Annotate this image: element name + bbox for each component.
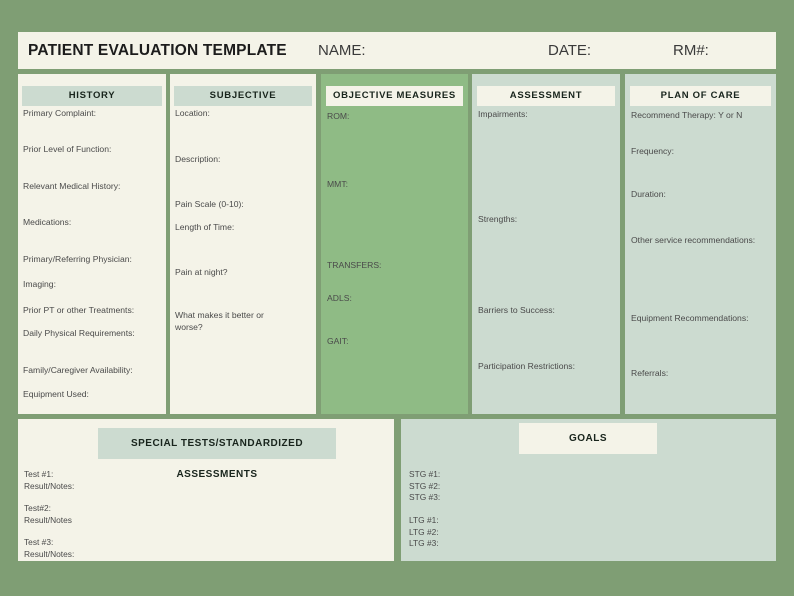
panel-header-goals: GOALS — [519, 423, 657, 454]
field-label[interactable]: Test #1: Result/Notes: — [24, 469, 75, 491]
field-label[interactable]: TRANSFERS: — [327, 260, 382, 270]
field-label[interactable]: Relevant Medical History: — [23, 181, 121, 191]
panel-header-special-tests: SPECIAL TESTS/STANDARDIZED ASSESSMENTS — [98, 428, 336, 480]
title-bar: PATIENT EVALUATION TEMPLATE NAME: DATE: … — [18, 32, 776, 69]
field-label[interactable]: Equipment Recommendations: — [631, 313, 749, 323]
field-label[interactable]: Referrals: — [631, 368, 669, 378]
panel-history: HISTORY Primary Complaint: Prior Level of… — [18, 74, 166, 414]
page-title: PATIENT EVALUATION TEMPLATE — [28, 41, 287, 59]
panel-header-plan-of-care: PLAN OF CARE — [630, 86, 771, 106]
field-label[interactable]: STG #1: STG #2: STG #3: — [409, 469, 441, 502]
date-field-label[interactable]: DATE: — [548, 42, 592, 59]
field-label[interactable]: Pain at night? — [175, 267, 228, 277]
field-label[interactable]: Impairments: — [478, 109, 528, 119]
panel-header-objective-measures: OBJECTIVE MEASURES — [326, 86, 463, 106]
field-label[interactable]: ROM: — [327, 111, 350, 121]
field-label[interactable]: Imaging: — [23, 279, 56, 289]
field-label[interactable]: Test #3: Result/Notes: — [24, 537, 75, 559]
field-label[interactable]: Medications: — [23, 217, 72, 227]
field-label[interactable]: Test#2: Result/Notes — [24, 503, 72, 525]
panel-special-tests: SPECIAL TESTS/STANDARDIZED ASSESSMENTS T… — [18, 419, 394, 561]
panel-header-assessment: ASSESSMENT — [477, 86, 615, 106]
panel-subjective: SUBJECTIVE Location: Description: Pain Sca… — [170, 74, 316, 414]
field-label[interactable]: Primary Complaint: — [23, 108, 97, 118]
field-label[interactable]: Primary/Referring Physician: — [23, 254, 132, 264]
field-label[interactable]: GAIT: — [327, 336, 349, 346]
field-label[interactable]: LTG #1: LTG #2: LTG #3: — [409, 515, 439, 548]
panel-header-history: HISTORY — [22, 86, 162, 106]
field-label[interactable]: Description: — [175, 154, 221, 164]
panel-header-subjective: SUBJECTIVE — [174, 86, 312, 106]
field-label[interactable]: What makes it better or worse? — [175, 310, 264, 332]
field-label[interactable]: ADLS: — [327, 293, 352, 303]
name-field-label[interactable]: NAME: — [318, 42, 366, 59]
panel-assessment: ASSESSMENT Impairments: Strengths: Barrier… — [472, 74, 620, 414]
field-label[interactable]: Family/Caregiver Availability: — [23, 365, 133, 375]
field-label[interactable]: MMT: — [327, 179, 349, 189]
field-label[interactable]: Equipment Used: — [23, 389, 89, 399]
field-label[interactable]: Pain Scale (0-10): — [175, 199, 244, 209]
field-label[interactable]: Other service recommendations: — [631, 235, 756, 245]
field-label[interactable]: Barriers to Success: — [478, 305, 555, 315]
field-label[interactable]: Daily Physical Requirements: — [23, 328, 135, 338]
panel-objective-measures: OBJECTIVE MEASURES ROM: MMT: TRANSFERS: ADL… — [321, 74, 468, 414]
field-label[interactable]: Prior PT or other Treatments: — [23, 305, 135, 315]
room-field-label[interactable]: RM#: — [673, 42, 709, 59]
field-label[interactable]: Length of Time: — [175, 222, 235, 232]
field-label[interactable]: Duration: — [631, 189, 666, 199]
field-label[interactable]: Participation Restrictions: — [478, 361, 575, 371]
field-label[interactable]: Frequency: — [631, 146, 674, 156]
panel-plan-of-care: PLAN OF CARE Recommend Therapy: Y or N Fr… — [625, 74, 776, 414]
field-label[interactable]: Prior Level of Function: — [23, 144, 112, 154]
field-label[interactable]: Location: — [175, 108, 210, 118]
field-label[interactable]: Strengths: — [478, 214, 518, 224]
panel-goals: GOALS STG #1: STG #2: STG #3: LTG #1: LTG… — [401, 419, 776, 561]
field-label[interactable]: Recommend Therapy: Y or N — [631, 110, 743, 120]
